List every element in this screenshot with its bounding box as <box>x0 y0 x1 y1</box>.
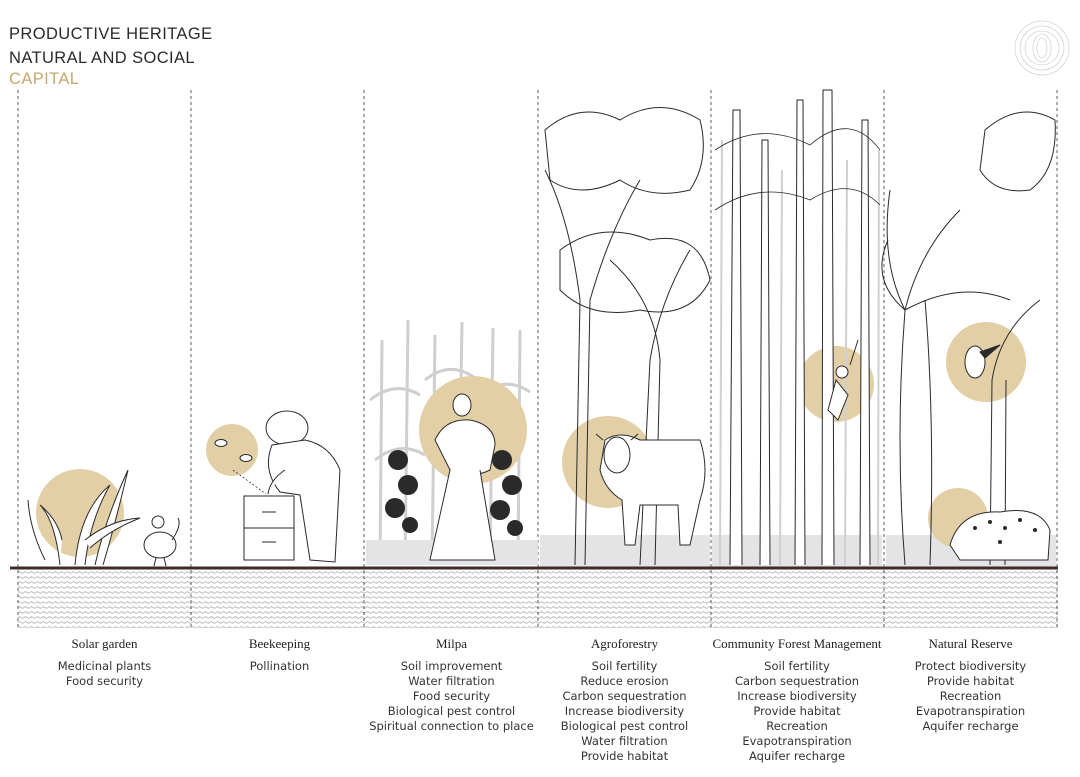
column-beekeeping: Beekeeping Pollination <box>192 636 367 674</box>
benefit-item: Food security <box>412 689 491 703</box>
benefit-item: Protect biodiversity <box>914 659 1027 673</box>
benefit-item: Increase biodiversity <box>737 689 857 703</box>
title-line-3: CAPITAL <box>9 70 80 88</box>
radiating-circle-icon <box>1014 20 1070 76</box>
benefit-item: Evapotranspiration <box>742 734 852 748</box>
benefit-item: Carbon sequestration <box>562 689 687 703</box>
benefit-item: Aquifer recharge <box>922 719 1019 733</box>
column-title: Agroforestry <box>590 636 659 651</box>
trees-cow-illustration <box>540 107 711 567</box>
title-block: PRODUCTIVE HERITAGE NATURAL AND SOCIAL C… <box>9 22 212 88</box>
benefit-item: Soil fertility <box>591 659 658 673</box>
benefit-item: Evapotranspiration <box>915 704 1026 718</box>
corn-woman-illustration <box>366 319 538 566</box>
benefit-item: Biological pest control <box>560 719 689 733</box>
benefit-item: Carbon sequestration <box>734 674 860 688</box>
benefit-item: Biological pest control <box>387 704 516 718</box>
benefit-item: Recreation <box>766 719 828 733</box>
column-agroforestry: Agroforestry Soil fertility Reduce erosi… <box>537 636 712 764</box>
column-title: Milpa <box>435 636 468 651</box>
benefit-item: Provide habitat <box>926 674 1015 688</box>
column-title: Community Forest Management <box>712 636 882 651</box>
benefit-item: Spiritual connection to place <box>369 719 534 733</box>
benefit-item: Medicinal plants <box>57 659 152 673</box>
column-solar-garden: Solar garden Medicinal plants Food secur… <box>17 636 192 689</box>
title-line-2: NATURAL AND SOCIAL <box>9 49 195 67</box>
column-community-forest-management: Community Forest Management Soil fertili… <box>707 636 887 764</box>
benefit-item: Reduce erosion <box>580 674 669 688</box>
title-line-1: PRODUCTIVE HERITAGE <box>9 25 213 43</box>
column-milpa: Milpa Soil improvement Water filtration … <box>364 636 539 734</box>
benefit-item: Increase biodiversity <box>564 704 685 718</box>
column-title: Solar garden <box>71 636 138 651</box>
benefit-item: Aquifer recharge <box>748 749 846 763</box>
benefit-item: Water filtration <box>581 734 668 748</box>
benefit-item: Provide habitat <box>753 704 841 718</box>
benefit-item: Soil improvement <box>400 659 503 673</box>
column-title: Beekeeping <box>248 636 311 651</box>
benefit-item: Food security <box>65 674 144 688</box>
benefit-item: Soil fertility <box>764 659 830 673</box>
column-natural-reserve: Natural Reserve Protect biodiversity Pro… <box>883 636 1058 734</box>
plants-chicken-illustration <box>27 469 180 567</box>
benefit-item: Recreation <box>939 689 1002 703</box>
palm-toucan-jaguar-illustration <box>881 111 1056 567</box>
benefit-item: Provide habitat <box>580 749 669 763</box>
tall-forest-climber-illustration <box>712 89 882 567</box>
beekeeper-hive-illustration <box>206 410 341 563</box>
column-title: Natural Reserve <box>928 636 1013 651</box>
benefit-item: Water filtration <box>408 674 495 688</box>
benefit-item: Pollination <box>249 659 310 673</box>
